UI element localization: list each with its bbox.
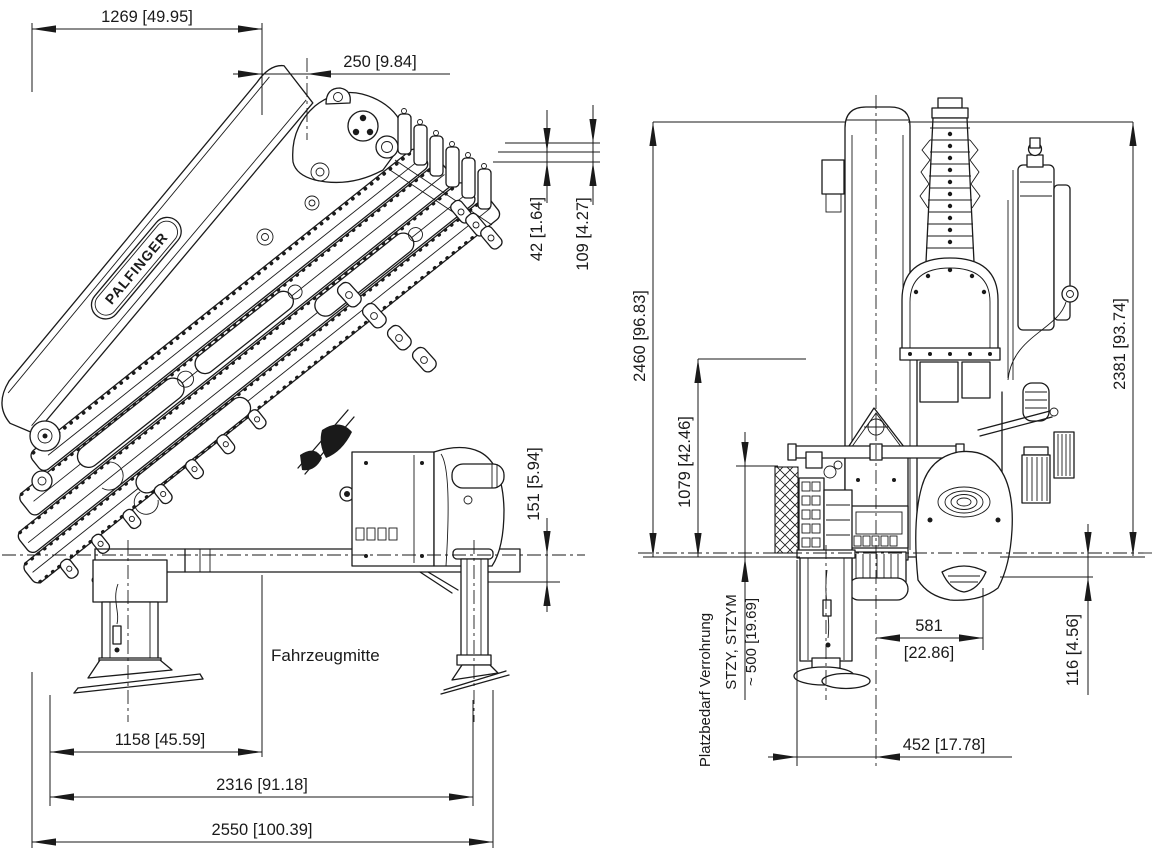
dim-581-in-label: [22.86] (904, 644, 954, 662)
dim-42: 42 [1.64] (493, 110, 600, 261)
dim-2550: 2550 [100.39] (32, 821, 493, 846)
rear-arch-bracket (899, 257, 1001, 403)
piping-space-label: Platzbedarf Verrohrung (697, 613, 714, 767)
side-right-stabilizer (440, 548, 510, 695)
dim-581: 581 [22.86] (876, 588, 984, 662)
dim-116: 116 [4.56] (1064, 524, 1092, 695)
side-left-stabilizer (73, 559, 204, 694)
dim-452: 452 [17.78] (768, 560, 1012, 766)
dim-1079-label: 1079 [42.46] (676, 416, 694, 508)
link-plate-chain (59, 409, 267, 579)
dim-2460: 2460 [96.83] (631, 122, 657, 557)
boom-base-details (29, 420, 159, 584)
dim-1158-label: 1158 [45.59] (115, 731, 206, 749)
dim-151: 151 [5.94] (488, 447, 560, 612)
dim-1269: 1269 [49.95] (31, 8, 263, 115)
dim-1158: 1158 [45.59] (50, 731, 262, 756)
jib-extension-fins (389, 108, 503, 250)
dim-2381: 2381 [93.74] (1111, 122, 1137, 556)
seat-cover (915, 450, 1013, 601)
telescopic-boom-stack (17, 148, 501, 584)
knuckle-links (336, 281, 437, 373)
dim-116-label: 116 [4.56] (1064, 614, 1082, 686)
dim-250: 250 [9.84] (233, 53, 450, 78)
control-console (847, 505, 909, 601)
dim-109: 109 [4.27] (574, 105, 597, 271)
dim-250-label: 250 [9.84] (343, 53, 416, 71)
rear-view (774, 97, 1079, 690)
dim-2550-label: 2550 [100.39] (212, 821, 313, 839)
dim-2316-label: 2316 [91.18] (216, 776, 308, 794)
boom-head (256, 87, 403, 246)
side-view: PALFINGER (1, 64, 521, 695)
dim-1079: 1079 [42.46] (676, 358, 806, 557)
dim-2316: 2316 [91.18] (50, 776, 473, 801)
piping-space-models-label: STZY, STZYM (723, 594, 740, 690)
dim-42-label: 42 [1.64] (528, 197, 546, 261)
dim-2381-label: 2381 [93.74] (1111, 298, 1129, 390)
rear-boom-ladder (919, 97, 981, 263)
dimensions: 1269 [49.95] 250 [9.84] 42 [1.64] 109 [4… (31, 8, 1145, 848)
valve-assembly (798, 451, 853, 555)
dim-2460-label: 2460 [96.83] (631, 290, 649, 382)
dim-151-label: 151 [5.94] (525, 447, 543, 520)
dim-109-label: 109 [4.27] (574, 197, 592, 270)
dim-581-mm-label: 581 (915, 617, 943, 635)
crane-base-housing (297, 409, 505, 567)
dim-1269-label: 1269 [49.95] (101, 8, 193, 26)
dim-500: STZY, STZYM ~ 500 [19.69] Platzbedarf Ve… (697, 432, 778, 767)
rear-right-equipment (977, 137, 1079, 553)
dim-500-label: ~ 500 [19.69] (743, 598, 760, 686)
dim-452-label: 452 [17.78] (903, 736, 986, 754)
piping-space-hatch (774, 466, 799, 554)
vehicle-center-label: Fahrzeugmitte (271, 646, 380, 665)
main-boom: PALFINGER (1, 64, 314, 435)
